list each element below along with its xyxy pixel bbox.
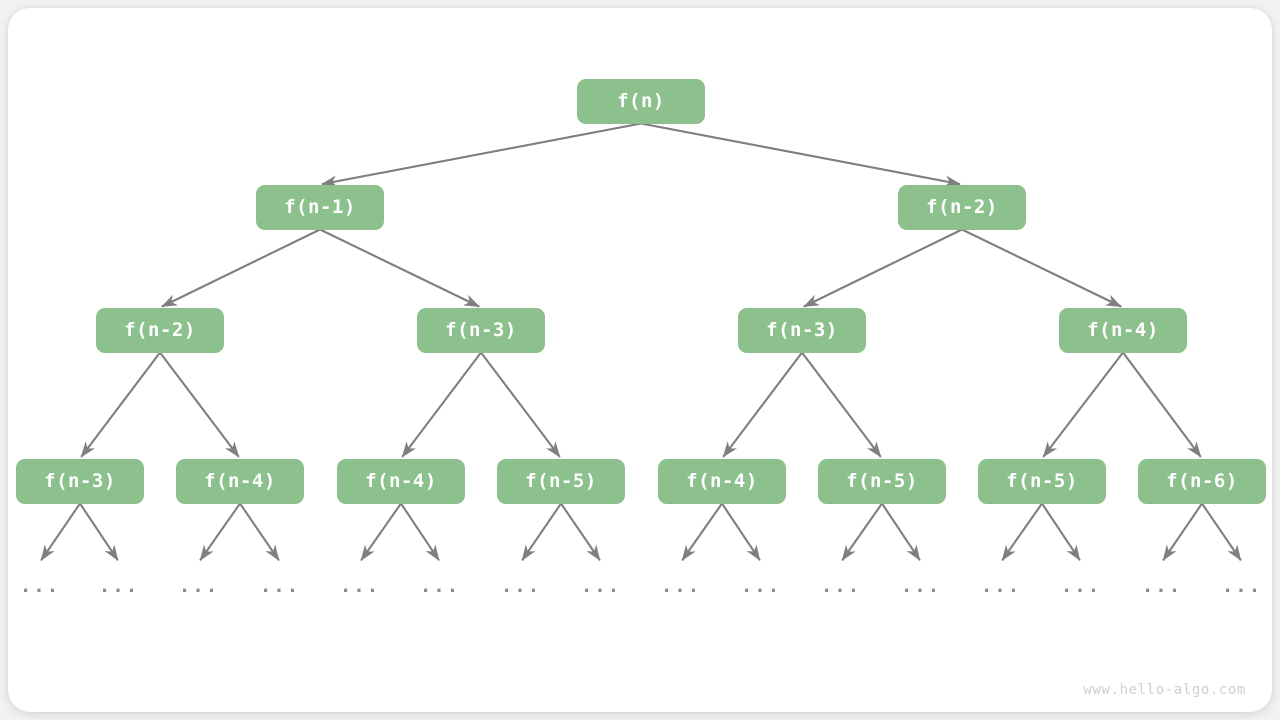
tree-node[interactable]: f(n-5)	[497, 458, 625, 504]
tree-node[interactable]: f(n-4)	[176, 458, 304, 504]
ellipsis-marker: ...	[339, 575, 381, 597]
ellipsis-marker: ...	[98, 575, 140, 597]
tree-node[interactable]: f(n-6)	[1138, 458, 1266, 504]
tree-node[interactable]: f(n-3)	[16, 458, 144, 504]
watermark: www.hello-algo.com	[1083, 682, 1246, 698]
tree-node[interactable]: f(n-2)	[96, 307, 224, 353]
ellipsis-marker: ...	[900, 575, 942, 597]
tree-node[interactable]: f(n-5)	[978, 458, 1106, 504]
tree-node[interactable]: f(n-3)	[417, 307, 545, 353]
ellipsis-marker: ...	[500, 575, 542, 597]
ellipsis-marker: ...	[660, 575, 702, 597]
ellipsis-marker: ...	[820, 575, 862, 597]
ellipsis-marker: ...	[419, 575, 461, 597]
ellipsis-marker: ...	[259, 575, 301, 597]
tree-node[interactable]: f(n-4)	[337, 458, 465, 504]
tree-node[interactable]: f(n)	[577, 78, 705, 124]
ellipsis-marker: ...	[1141, 575, 1183, 597]
ellipsis-marker: ...	[580, 575, 622, 597]
tree-node[interactable]: f(n-4)	[1059, 307, 1187, 353]
ellipsis-marker: ...	[740, 575, 782, 597]
tree-node[interactable]: f(n-4)	[658, 458, 786, 504]
ellipsis-marker: ...	[178, 575, 220, 597]
tree-node[interactable]: f(n-2)	[898, 184, 1026, 230]
tree-node[interactable]: f(n-3)	[738, 307, 866, 353]
tree-node[interactable]: f(n-5)	[818, 458, 946, 504]
ellipsis-marker: ...	[980, 575, 1022, 597]
ellipsis-marker: ...	[19, 575, 61, 597]
ellipsis-marker: ...	[1221, 575, 1263, 597]
ellipsis-marker: ...	[1060, 575, 1102, 597]
tree-node[interactable]: f(n-1)	[256, 184, 384, 230]
